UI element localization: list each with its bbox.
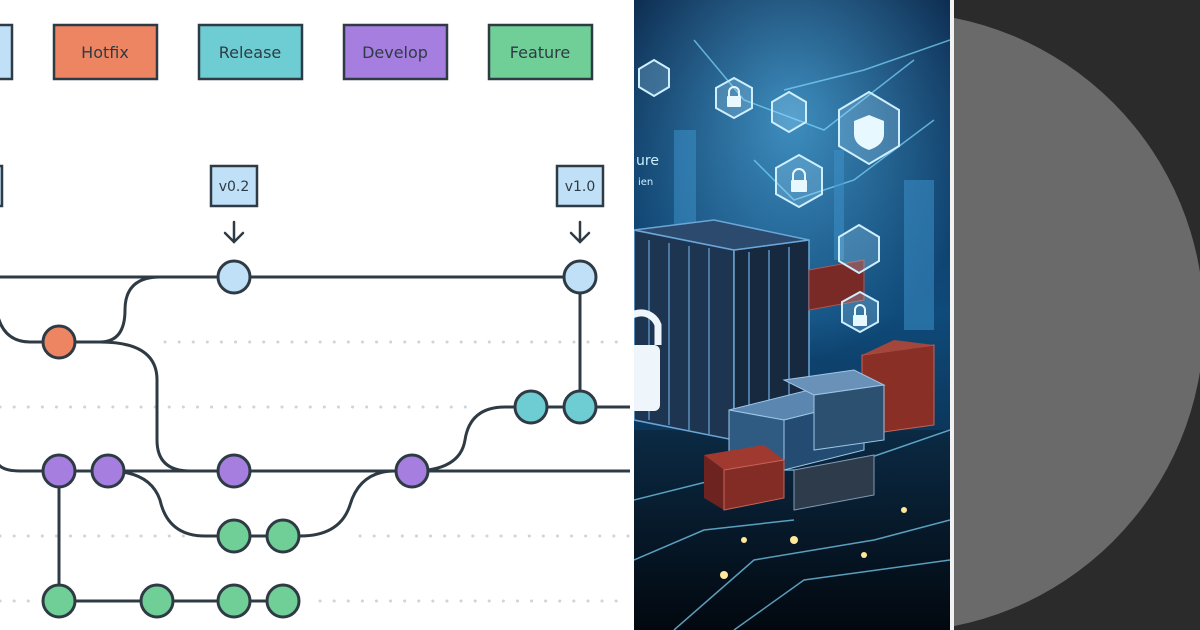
commit-develop-4 [394, 453, 430, 489]
light-dots [720, 507, 907, 579]
commits [41, 259, 598, 619]
branch-lines [0, 275, 630, 603]
commit-feature-a2 [265, 518, 301, 554]
overlay-text-1: ure [636, 153, 659, 169]
gitflow-diagram-panel: Hotfix Release Develop Feature [0, 23, 632, 619]
container-brown-front [704, 445, 785, 511]
hexagon-lock-6 [638, 58, 670, 98]
legend-label-release: Release [219, 43, 282, 62]
illustration-scene: ure ien [634, 0, 950, 630]
lock-icons [727, 86, 884, 326]
lock-icon [854, 304, 866, 315]
legend-label-hotfix: Hotfix [81, 43, 129, 62]
lock-icon [791, 180, 807, 192]
commit-master-v02 [216, 259, 252, 295]
hexagon-lock-2 [771, 90, 807, 134]
lock-icon [792, 168, 806, 180]
branch-line-release [411, 405, 630, 473]
container-blue-stack [728, 369, 886, 471]
legend-label-feature: Feature [510, 43, 570, 62]
tag-partial-left [0, 164, 4, 208]
legend-item-release: Release [197, 23, 304, 81]
tag-label-v10: v1.0 [565, 179, 596, 195]
legend-item-develop: Develop [342, 23, 449, 81]
branch-line-develop [0, 464, 630, 473]
tag-v02: v0.2 [209, 164, 259, 244]
commit-hotfix [41, 324, 77, 360]
disc-shape [954, 17, 1200, 627]
commit-feature-b3 [216, 583, 252, 619]
container-security-illustration: ure ien [634, 0, 950, 630]
gray-disc [954, 0, 1200, 630]
down-arrow-icon [223, 220, 245, 244]
tag-v10: v1.0 [555, 164, 605, 244]
shield-icon [854, 115, 884, 150]
padlock-icon [634, 309, 662, 411]
legend-item-hotfix: Hotfix [52, 23, 159, 81]
lock-icon [853, 315, 867, 326]
panel-divider [950, 0, 954, 630]
commit-feature-a1 [216, 518, 252, 554]
legend-item-feature: Feature [487, 23, 594, 81]
lock-icon [728, 86, 740, 96]
gray-disc-panel [954, 0, 1200, 630]
gitflow-diagram: Hotfix Release Develop Feature [0, 23, 632, 619]
commit-release-2 [562, 389, 598, 425]
commit-develop-3 [216, 453, 252, 489]
lane-guides [0, 340, 632, 603]
branch-line-feature-1 [107, 469, 396, 538]
commit-master-v10 [562, 259, 598, 295]
commit-feature-b4 [265, 583, 301, 619]
down-arrow-icon [569, 220, 591, 244]
commit-release-1 [513, 389, 549, 425]
hexagon-lock-4 [838, 223, 880, 275]
legend-label-develop: Develop [362, 43, 428, 62]
branch-line-hotfix [0, 275, 161, 344]
towers [674, 130, 934, 330]
tag-label-v02: v0.2 [219, 179, 250, 195]
commit-feature-b2 [139, 583, 175, 619]
commit-develop-2 [90, 453, 126, 489]
overlay-text-2: ien [638, 177, 653, 188]
branch-line-hotfix-to-develop [99, 340, 191, 473]
legend-master-box [0, 23, 14, 81]
commit-feature-b1 [41, 583, 77, 619]
tags: v0.2 v1.0 [0, 164, 605, 244]
hexagon-lock-5 [841, 290, 879, 334]
legend: Hotfix Release Develop Feature [0, 23, 594, 81]
commit-develop-1 [41, 453, 77, 489]
lock-icon [727, 96, 741, 107]
container-dark-front [793, 454, 875, 511]
